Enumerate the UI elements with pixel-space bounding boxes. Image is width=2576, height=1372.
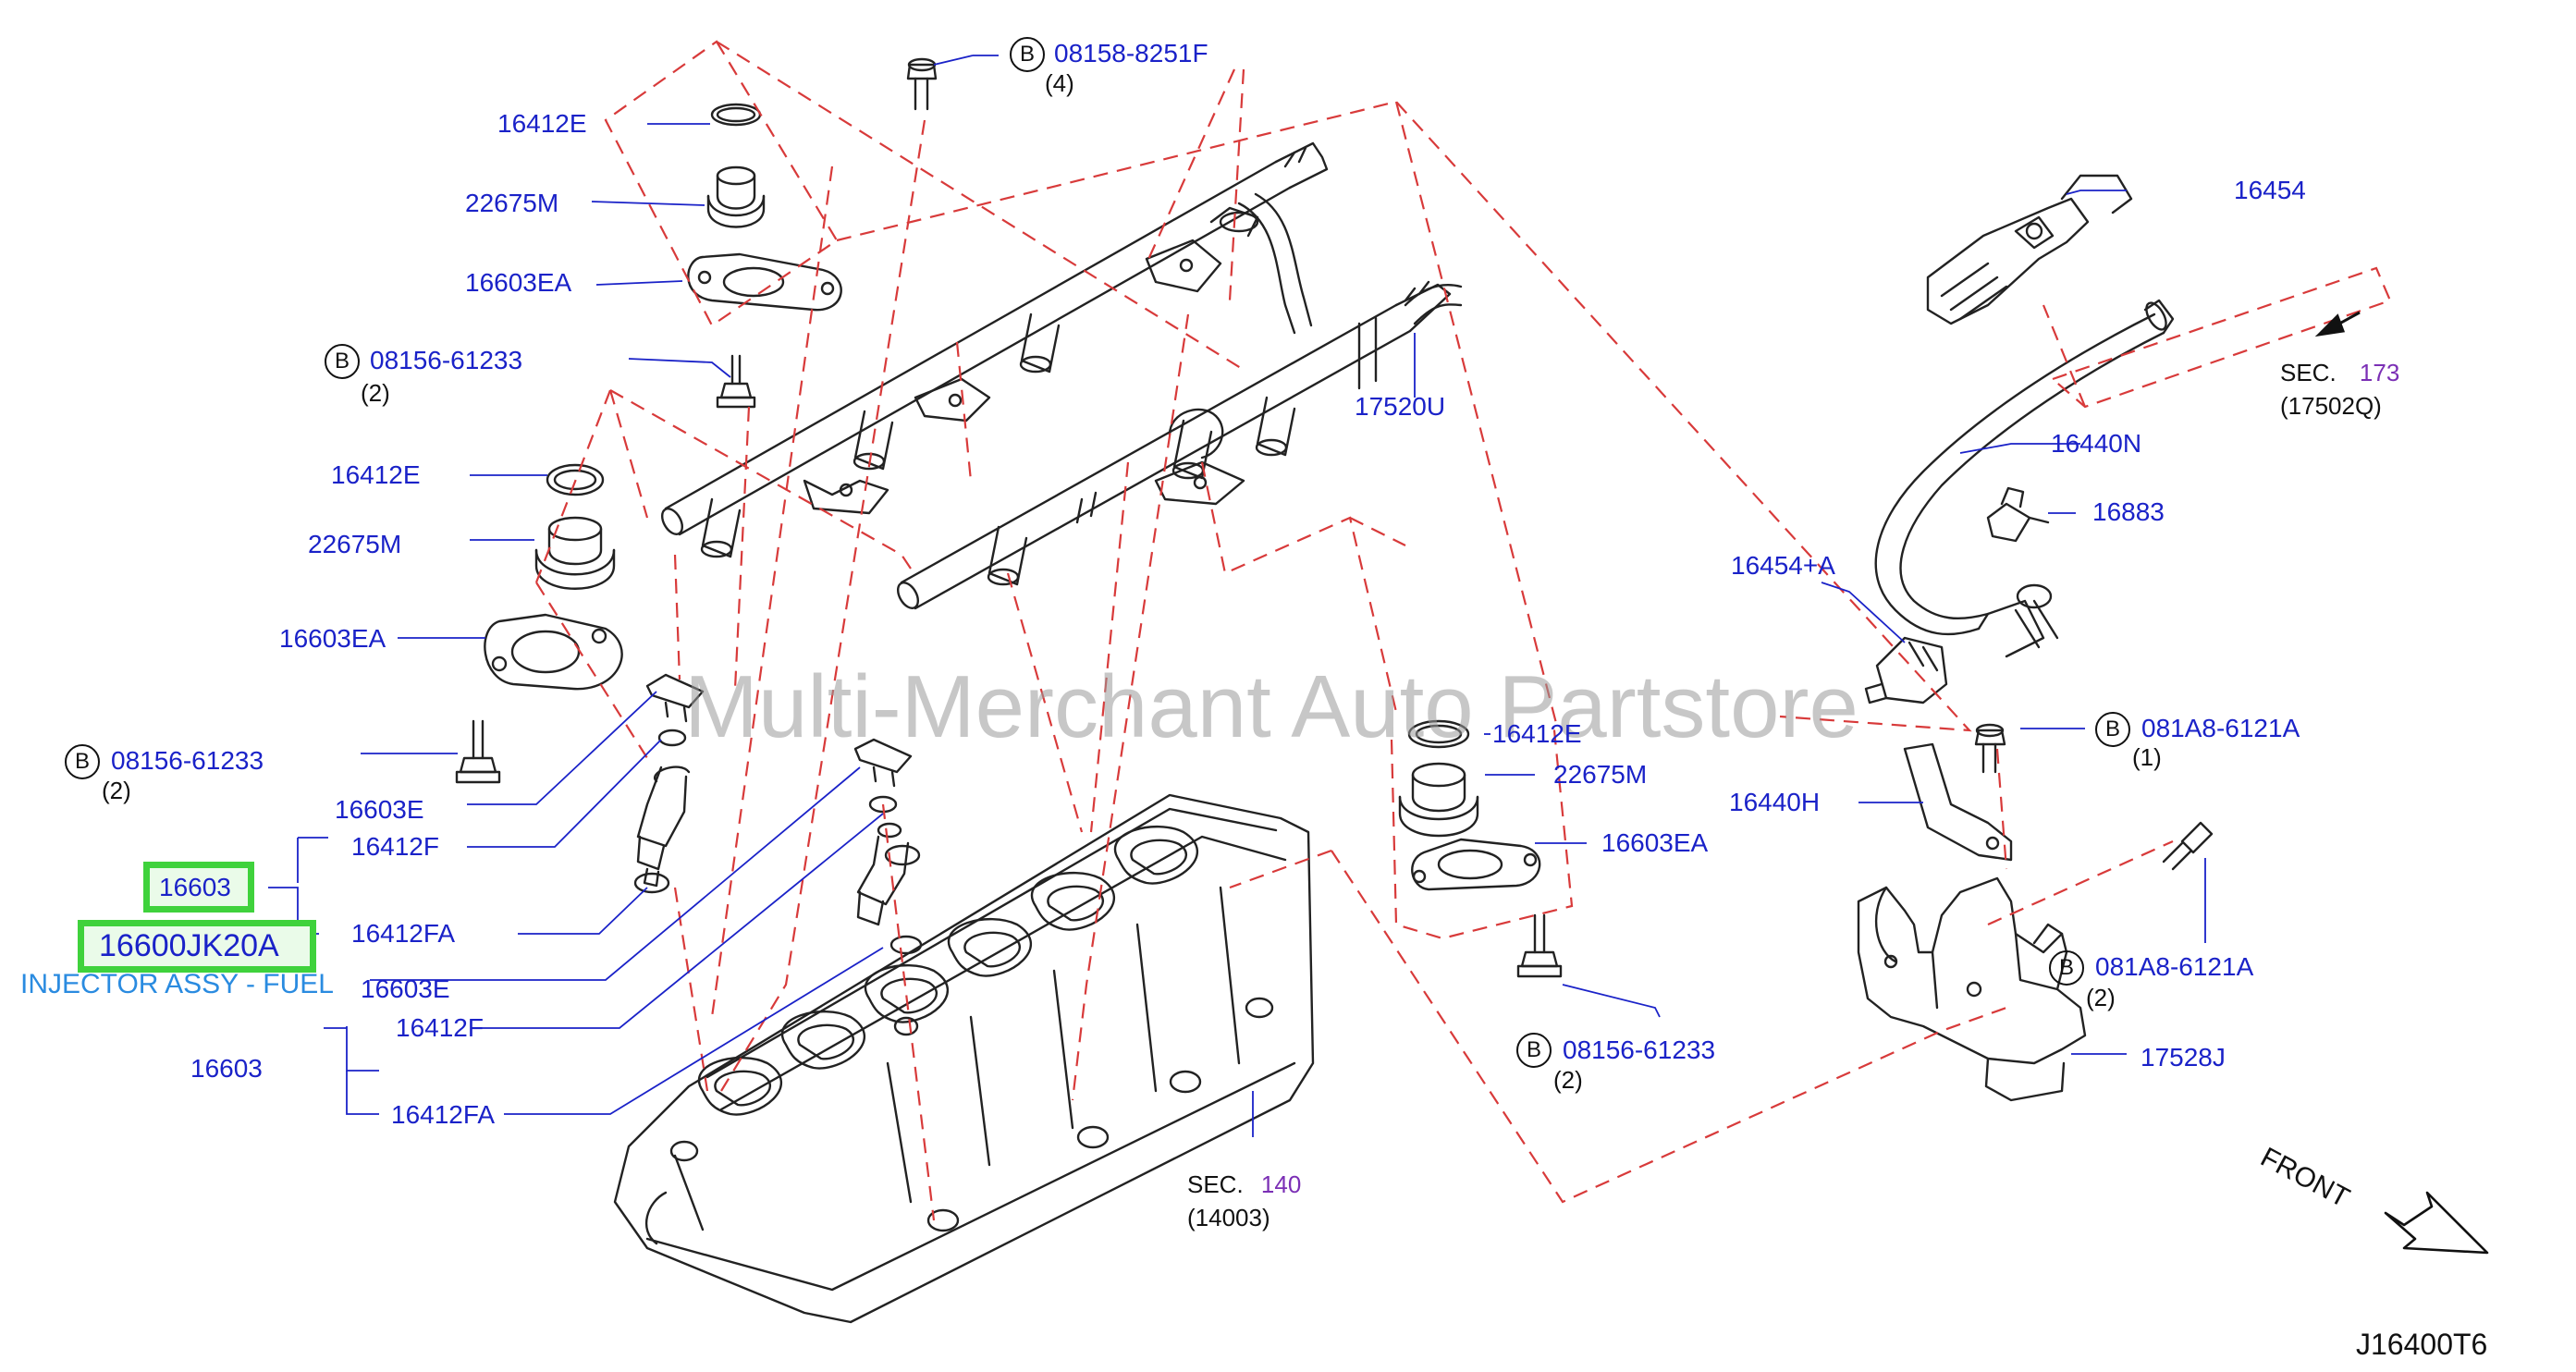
injector-right xyxy=(853,738,923,955)
bolt-symbol-5: B xyxy=(2095,712,2130,747)
lower-fuel-rail xyxy=(896,280,1463,610)
right-regulator-stack xyxy=(1398,719,1563,978)
qty-081a8-2: (2) xyxy=(2086,984,2116,1011)
label-16440n: 16440N xyxy=(2051,429,2142,458)
qty-right: (2) xyxy=(1553,1066,1583,1094)
injector-left xyxy=(633,673,705,894)
sec-140-prefix: SEC. xyxy=(1187,1170,1244,1198)
label-081a8-6121a-1: 081A8-6121A xyxy=(2141,714,2300,742)
label-22675m-right: 22675M xyxy=(1553,760,1648,789)
label-16603e-2: 16603E xyxy=(361,974,450,1003)
sec-173-ref: (17502Q) xyxy=(2280,392,2382,420)
label-16412e-mid: 16412E xyxy=(331,460,421,489)
label-16603ea-top: 16603EA xyxy=(465,268,572,297)
qty-mid: (2) xyxy=(102,777,131,804)
highlight-part-number[interactable]: 16600JK20A xyxy=(78,920,316,973)
intake-manifold xyxy=(613,793,1315,1324)
left-regulator-stack-top xyxy=(687,57,938,409)
phantom-lines xyxy=(534,40,2392,1221)
watermark: Multi-Merchant Auto Partstore xyxy=(684,657,1858,756)
label-08156-61233-right: 08156-61233 xyxy=(1563,1035,1716,1064)
label-16412f-1: 16412F xyxy=(351,832,439,861)
label-17528j: 17528J xyxy=(2141,1043,2226,1072)
label-16603ea-mid: 16603EA xyxy=(279,624,386,653)
left-regulator-stack-bottom xyxy=(455,463,623,784)
sec-140-num: 140 xyxy=(1260,1170,1302,1198)
label-16412f-2: 16412F xyxy=(396,1013,484,1042)
label-08156-61233-top: 08156-61233 xyxy=(370,346,523,374)
label-22675m-mid: 22675M xyxy=(308,530,402,558)
label-17520u: 17520U xyxy=(1355,392,1446,421)
part-description: INJECTOR ASSY - FUEL xyxy=(20,969,334,999)
label-16412e-top: 16412E xyxy=(497,109,587,138)
diagram-code: J16400T6 xyxy=(2356,1328,2488,1361)
sec-173: SEC. 173 xyxy=(2280,361,2399,385)
front-arrow-icon xyxy=(2384,1191,2489,1255)
bolt-symbol-4: B xyxy=(1516,1033,1552,1068)
label-16454a: 16454+A xyxy=(1731,551,1835,580)
bolt-symbol-3: B xyxy=(1010,37,1045,72)
label-08158-8251f: 08158-8251F xyxy=(1054,39,1208,67)
sec173-arrow-icon xyxy=(2314,311,2361,337)
label-16454: 16454 xyxy=(2234,176,2306,204)
highlight-part-ref[interactable]: 16603 xyxy=(143,862,254,913)
label-16412fa-1: 16412FA xyxy=(351,919,456,948)
sec-140-ref: (14003) xyxy=(1187,1204,1270,1231)
label-16883: 16883 xyxy=(2092,497,2165,526)
bolt-symbol-6: B xyxy=(2049,950,2084,986)
label-081a8-6121a-2: 081A8-6121A xyxy=(2095,952,2254,981)
sec-140: SEC. 140 xyxy=(1187,1172,1301,1196)
fuel-hose-bracket xyxy=(1857,742,2087,1102)
label-16603e-1: 16603E xyxy=(335,795,424,824)
qty-08158: (4) xyxy=(1045,69,1074,97)
label-16603-2: 16603 xyxy=(190,1054,263,1083)
leader-lines xyxy=(268,55,2206,1137)
qty-top: (2) xyxy=(361,379,390,407)
bolt-symbol-2: B xyxy=(65,744,100,779)
sec-173-prefix: SEC. xyxy=(2280,359,2337,386)
fuel-hose-assembly xyxy=(1864,174,2214,871)
sec-173-num: 173 xyxy=(2359,359,2400,386)
label-08156-61233-mid: 08156-61233 xyxy=(111,746,264,775)
label-16412fa-2: 16412FA xyxy=(391,1100,496,1129)
qty-081a8-1: (1) xyxy=(2132,743,2162,771)
label-16412e-right: 16412E xyxy=(1492,719,1582,748)
label-16603ea-right: 16603EA xyxy=(1601,828,1709,857)
label-16440h: 16440H xyxy=(1729,788,1821,816)
label-22675m-top: 22675M xyxy=(465,189,559,217)
bolt-symbol-1: B xyxy=(325,344,360,379)
